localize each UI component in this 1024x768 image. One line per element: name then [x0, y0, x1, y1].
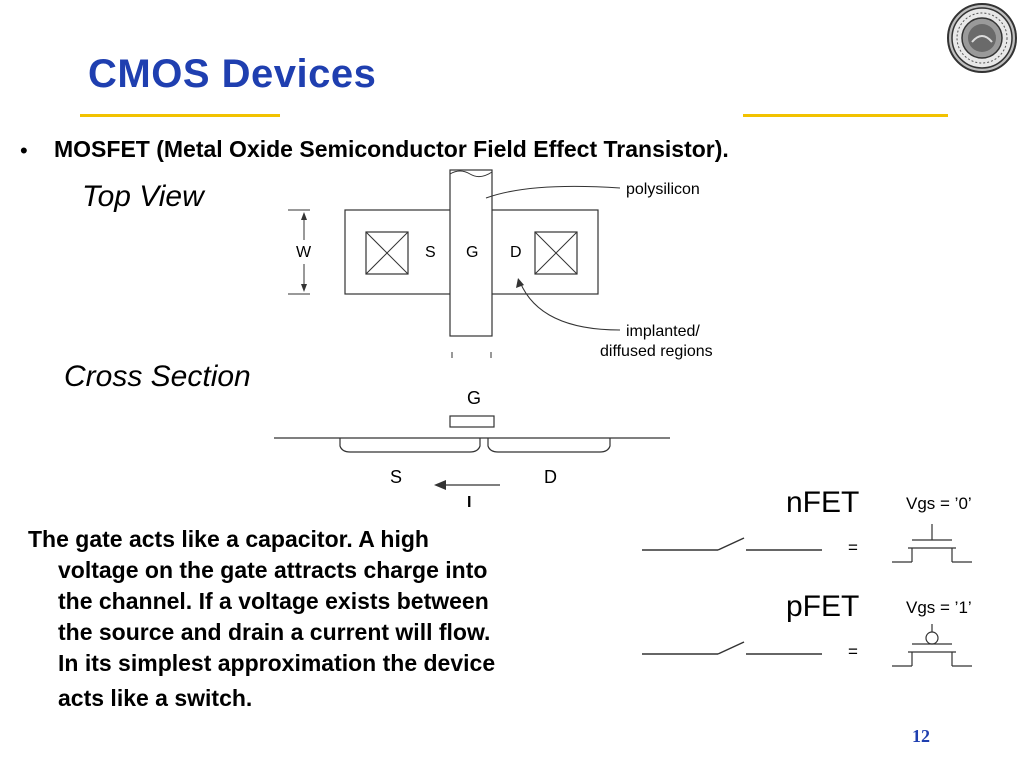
polysilicon-label: polysilicon [626, 181, 700, 198]
bullet-mosfet: MOSFET (Metal Oxide Semiconductor Field … [54, 136, 729, 162]
page-number: 12 [912, 726, 930, 746]
para-line-6: acts like a switch. [58, 685, 253, 711]
cross-section-label: Cross Section [64, 360, 251, 393]
para-line-3: the channel. If a voltage exists between [58, 588, 489, 614]
g-label-top: G [466, 244, 478, 261]
pfet-label: pFET [786, 590, 860, 623]
current-i-label: I [467, 494, 471, 510]
top-view-diagram: W S G D polysilicon implanted/ diffused … [270, 160, 740, 360]
title-rule-right [743, 114, 948, 117]
d-label-top: D [510, 244, 522, 261]
implanted-label-1: implanted/ [626, 323, 700, 340]
nfet-equals: = [848, 538, 858, 557]
pfet-vgs-label: Vgs = ’1’ [906, 598, 972, 617]
cross-section-diagram: G S D I [270, 380, 680, 511]
nfet-label: nFET [786, 486, 860, 519]
explanation-paragraph: The gate acts like a capacitor. A high v… [28, 524, 608, 714]
para-line-1: The gate acts like a capacitor. A high [28, 526, 429, 552]
implanted-label-2: diffused regions [600, 343, 713, 360]
nfet-vgs-label: Vgs = ’0’ [906, 494, 972, 513]
para-line-4: the source and drain a current will flow… [58, 619, 491, 645]
top-view-label: Top View [82, 180, 204, 213]
pfet-equals: = [848, 642, 858, 661]
s-label-top: S [425, 244, 436, 261]
d-label-cross: D [544, 467, 557, 487]
nfet-switch-diagram [640, 516, 980, 576]
slide-title: CMOS Devices [88, 52, 377, 96]
pfet-switch-diagram [640, 620, 980, 680]
para-line-2: voltage on the gate attracts charge into [58, 557, 488, 583]
s-label-cross: S [390, 467, 402, 487]
bullet-marker: • [20, 138, 28, 163]
university-seal-logo [946, 2, 1018, 74]
w-label: W [296, 244, 312, 261]
para-line-5: In its simplest approximation the device [58, 650, 496, 676]
title-rule-left [80, 114, 280, 117]
g-label-cross: G [467, 388, 481, 408]
